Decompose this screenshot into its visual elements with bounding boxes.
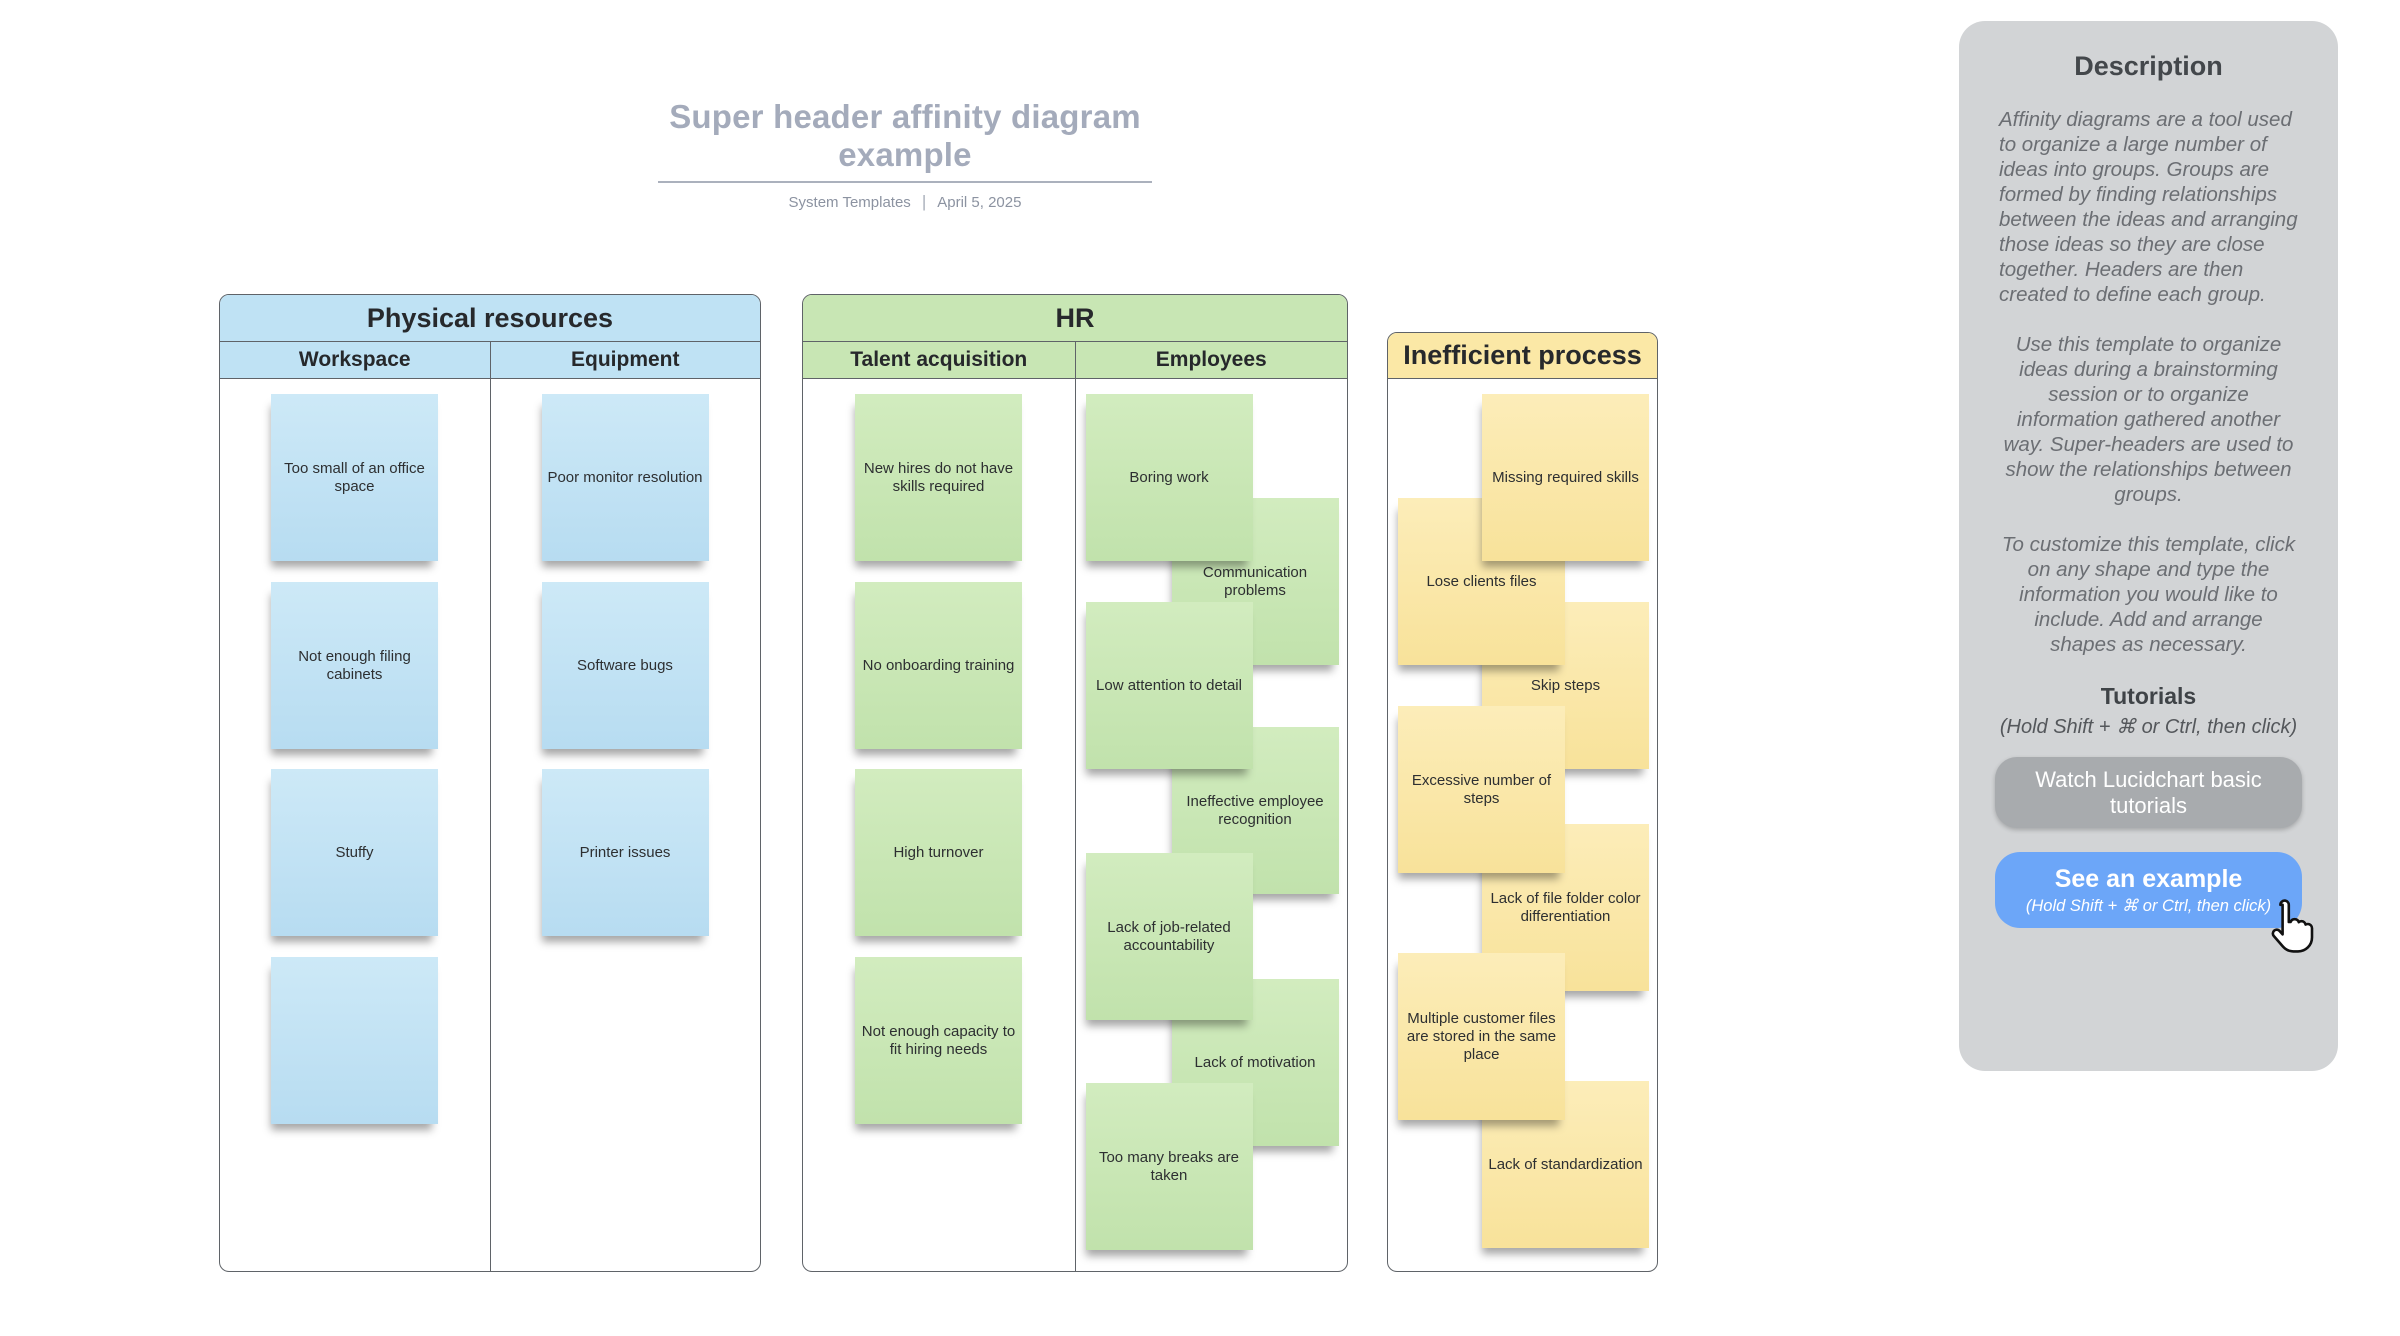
sticky-note-text: Excessive number of steps: [1411, 771, 1552, 807]
sticky-note[interactable]: Not enough capacity to fit hiring needs: [855, 957, 1022, 1124]
sticky-note[interactable]: Not enough filing cabinets: [271, 582, 438, 749]
sticky-note-text: Skip steps: [1530, 676, 1601, 694]
sticky-note[interactable]: Multiple customer files are stored in th…: [1398, 953, 1565, 1120]
sticky-note-text: New hires do not have skills required: [863, 459, 1014, 495]
sticky-note[interactable]: [271, 957, 438, 1124]
sidebar-panel: Description Affinity diagrams are a tool…: [1959, 21, 2338, 1071]
column-header[interactable]: Employees: [1075, 342, 1347, 379]
sticky-note-text: Poor monitor resolution: [547, 468, 703, 486]
sticky-note-text: Stuffy: [335, 843, 374, 861]
title-underline: [658, 181, 1152, 183]
sticky-note[interactable]: Boring work: [1085, 394, 1253, 561]
sticky-note-text: Lack of standardization: [1488, 1155, 1643, 1173]
description-title: Description: [2074, 51, 2223, 81]
column-header[interactable]: Talent acquisition: [803, 342, 1075, 379]
sticky-note[interactable]: Lack of job-related accountability: [1085, 853, 1253, 1020]
group-header-inefficient-process[interactable]: Inefficient process: [1388, 333, 1657, 379]
title-block: Super header affinity diagram example Sy…: [605, 98, 1205, 212]
group-header-hr[interactable]: HR: [803, 295, 1347, 342]
sticky-note-text: Low attention to detail: [1096, 676, 1242, 694]
sticky-note[interactable]: Missing required skills: [1482, 394, 1649, 561]
see-example-button-label: See an example: [2054, 864, 2243, 893]
title-subtitle: System Templates | April 5, 2025: [605, 192, 1205, 212]
sticky-note[interactable]: Too many breaks are taken: [1085, 1083, 1253, 1250]
sticky-note-text: Multiple customer files are stored in th…: [1406, 1009, 1557, 1063]
sticky-note-text: Too small of an office space: [284, 459, 425, 495]
description-paragraph-1: Affinity diagrams are a tool used to org…: [1999, 108, 2298, 306]
column-header[interactable]: Equipment: [490, 342, 760, 379]
sticky-note-text: High turnover: [893, 843, 984, 861]
sticky-note[interactable]: New hires do not have skills required: [855, 394, 1022, 561]
sticky-note-text: Not enough filing cabinets: [298, 647, 411, 683]
sticky-note-text: Printer issues: [579, 843, 671, 861]
sticky-note-text: Lose clients files: [1426, 572, 1537, 590]
sticky-note[interactable]: No onboarding training: [855, 582, 1022, 749]
sticky-note-text: Too many breaks are taken: [1098, 1148, 1240, 1184]
sticky-note-text: Boring work: [1129, 468, 1209, 486]
description-paragraph-2: Use this template to organize ideas duri…: [2003, 333, 2294, 506]
sticky-note-text: Ineffective employee recognition: [1186, 792, 1324, 828]
sticky-note[interactable]: Poor monitor resolution: [541, 394, 709, 561]
column-header[interactable]: Workspace: [220, 342, 490, 379]
see-example-button-hint: (Hold Shift + ⌘ or Ctrl, then click): [2025, 896, 2272, 915]
byline: System Templates: [788, 194, 911, 211]
sticky-note[interactable]: Software bugs: [541, 582, 709, 749]
cursor-pointer-icon: [2262, 898, 2316, 956]
page-title[interactable]: Super header affinity diagram example: [669, 98, 1141, 173]
sticky-note-text: Communication problems: [1202, 563, 1308, 599]
sticky-note[interactable]: Stuffy: [271, 769, 438, 936]
sticky-note-text: Not enough capacity to fit hiring needs: [861, 1022, 1016, 1058]
sticky-note-text: Lack of file folder color differentiatio…: [1490, 889, 1641, 925]
group-header-physical-resources[interactable]: Physical resources: [220, 295, 760, 342]
sticky-note[interactable]: High turnover: [855, 769, 1022, 936]
sticky-note-text: No onboarding training: [862, 656, 1015, 674]
sticky-note[interactable]: Printer issues: [541, 769, 709, 936]
watch-tutorials-button[interactable]: Watch Lucidchart basic tutorials: [1995, 757, 2302, 828]
sticky-note[interactable]: Low attention to detail: [1085, 602, 1253, 769]
description-paragraph-3: To customize this template, click on any…: [2001, 533, 2296, 656]
tutorials-title: Tutorials: [2100, 683, 2197, 709]
sticky-note-text: Software bugs: [577, 656, 673, 674]
sticky-note-text: Lack of job-related accountability: [1107, 918, 1231, 954]
subtitle-separator: |: [921, 192, 927, 211]
see-example-button[interactable]: See an example (Hold Shift + ⌘ or Ctrl, …: [1995, 852, 2302, 928]
column-body: New hires do not have skills required No …: [803, 379, 1075, 1271]
date: April 5, 2025: [937, 194, 1022, 211]
sticky-note[interactable]: Excessive number of steps: [1398, 706, 1565, 873]
sticky-note-text: Missing required skills: [1492, 468, 1639, 486]
sticky-note[interactable]: Too small of an office space: [271, 394, 438, 561]
sticky-note-text: Lack of motivation: [1194, 1053, 1316, 1071]
tutorials-hint: (Hold Shift + ⌘ or Ctrl, then click): [1999, 716, 2298, 738]
